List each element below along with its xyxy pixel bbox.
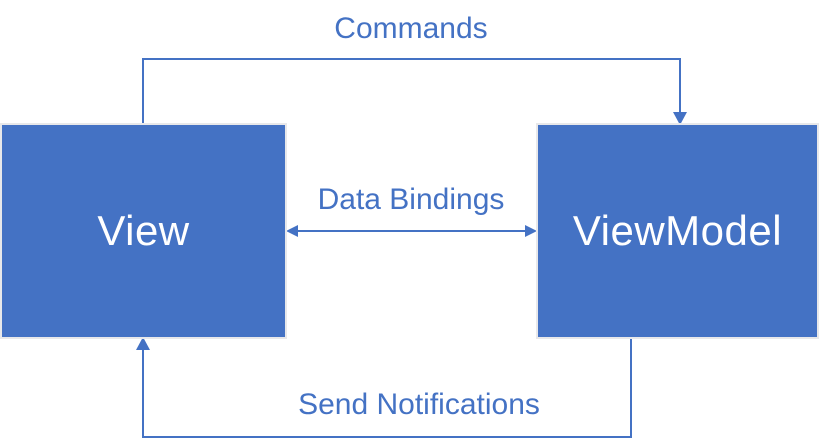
node-view: View <box>0 123 287 339</box>
data-bindings-arrowhead-right-icon <box>525 225 537 237</box>
send-notifications-arrow-segment-left-vertical <box>142 349 144 437</box>
commands-arrow-segment-right-vertical <box>679 58 681 114</box>
data-bindings-arrow-line <box>296 230 526 232</box>
commands-label: Commands <box>334 12 488 45</box>
commands-arrow-segment-left-vertical <box>142 58 144 125</box>
send-notifications-arrowhead-up-icon <box>136 337 150 350</box>
node-viewmodel: ViewModel <box>536 123 819 339</box>
node-view-label: View <box>97 207 190 254</box>
data-bindings-arrowhead-left-icon <box>286 225 298 237</box>
commands-arrowhead-down-icon <box>673 112 687 125</box>
commands-arrow-segment-horizontal <box>142 58 681 60</box>
send-notifications-arrow-segment-right-vertical <box>630 337 632 438</box>
send-notifications-arrow-segment-horizontal <box>142 436 632 438</box>
node-viewmodel-label: ViewModel <box>572 207 783 254</box>
data-bindings-label: Data Bindings <box>317 183 505 216</box>
send-notifications-label: Send Notifications <box>298 388 540 421</box>
